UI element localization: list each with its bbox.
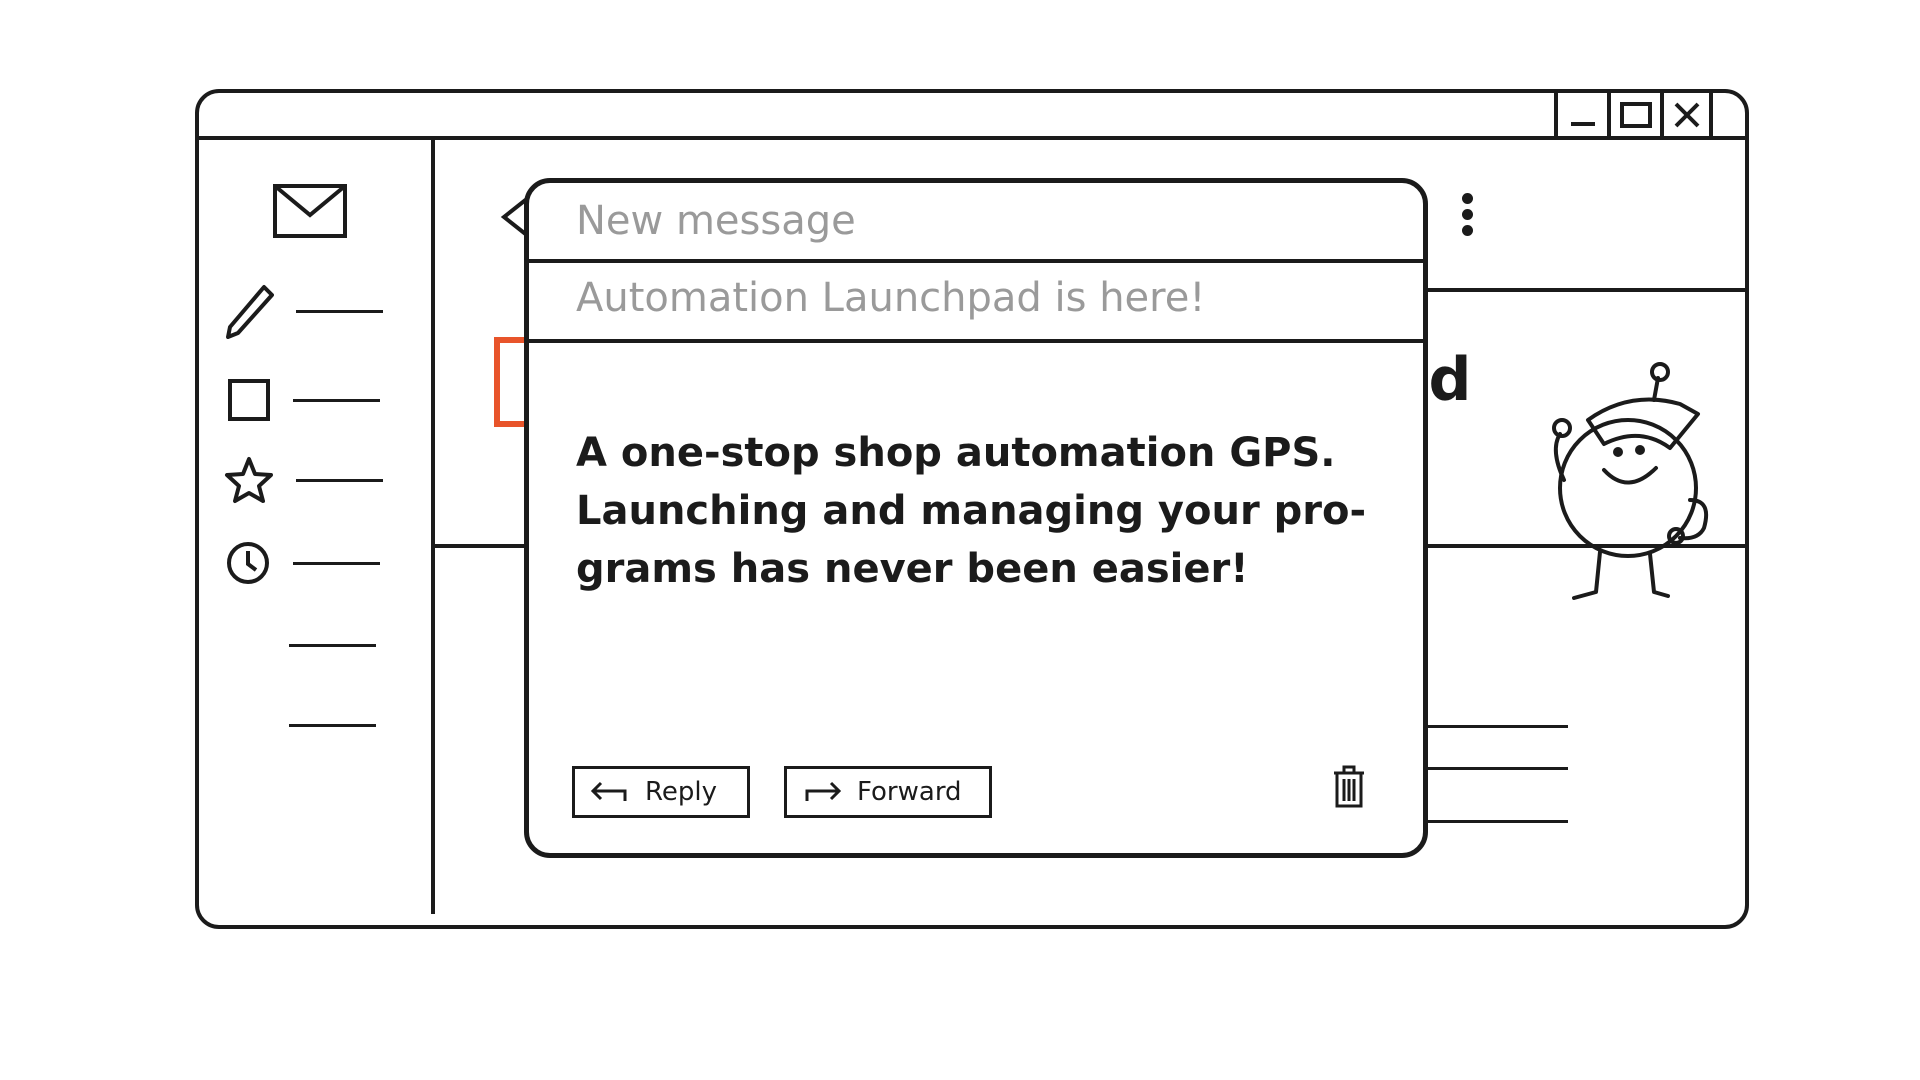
back-arrow-icon[interactable] [500,194,530,244]
message-popup [524,178,1428,858]
square-icon [228,379,270,421]
mail-logo[interactable] [272,183,348,239]
reply-button[interactable]: Reply [572,766,750,818]
titlebar-divider [195,136,1749,140]
preview-line [1428,820,1568,823]
inbox-row-divider [435,544,530,548]
minimize-button[interactable] [1554,91,1607,138]
reply-arrow-icon [590,781,627,801]
delete-button[interactable] [1332,765,1366,813]
sidebar-item-starred[interactable] [224,456,383,504]
close-button[interactable] [1660,91,1713,138]
sidebar-item-label [293,398,380,402]
sidebar-item-placeholder[interactable] [289,644,376,647]
sidebar-item-recent[interactable] [225,540,380,586]
pencil-icon [226,285,274,339]
maximize-icon [1619,101,1652,128]
message-body-line: A one-stop shop automation GPS. [576,430,1336,476]
maximize-button[interactable] [1607,91,1660,138]
inbox-row-divider [1428,544,1749,548]
sidebar-item-inbox[interactable] [227,378,380,422]
close-icon [1674,102,1699,127]
inbox-header-divider [1428,288,1749,292]
sidebar-item-label [296,478,383,482]
clock-icon [227,542,269,584]
subject-field[interactable]: Automation Launchpad is here! [576,275,1206,321]
forward-label: Forward [857,777,962,807]
kebab-icon[interactable] [1462,193,1474,241]
window-controls [1554,91,1713,138]
mascot-illustration [1552,362,1709,600]
forward-button[interactable]: Forward [784,766,992,818]
minimize-icon [1570,121,1595,126]
envelope-icon [273,184,347,238]
message-body-line: Launching and managing your pro- [576,488,1367,534]
message-body[interactable]: A one-stop shop automation GPS. Launchin… [576,424,1367,598]
reply-label: Reply [645,777,718,807]
message-body-line: grams has never been easier! [576,546,1249,592]
sidebar-item-label [296,309,383,313]
preview-line [1428,725,1568,728]
star-icon [225,457,273,503]
sidebar-item-compose[interactable] [224,283,383,339]
subject-divider [529,339,1423,343]
trash-icon [1334,765,1364,808]
popup-title-divider [529,259,1423,263]
sidebar-item-placeholder[interactable] [289,724,376,727]
preview-line [1428,767,1568,770]
popup-title: New message [576,198,856,244]
sidebar-item-label [293,561,380,565]
forward-arrow-icon [805,781,842,801]
brand-logo-fragment [494,337,524,427]
sidebar-divider [431,140,435,914]
